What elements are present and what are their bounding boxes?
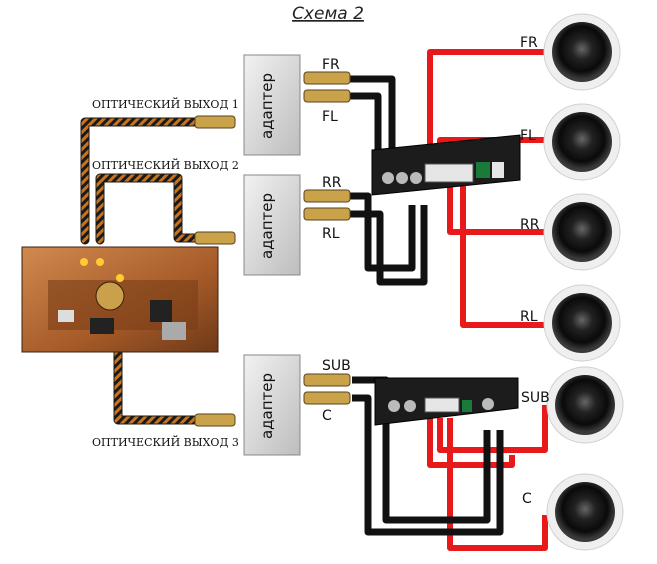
amplifier-2ch — [374, 377, 519, 426]
amplifier-4ch — [371, 134, 521, 196]
speaker-fr: FR — [520, 13, 621, 91]
speaker-fr-label: FR — [520, 35, 538, 51]
speaker-c-label: C — [522, 491, 532, 507]
optical-output-1-label: ОПТИЧЕСКИЙ ВЫХОД 1 — [92, 97, 239, 111]
speaker-rl: RL — [520, 284, 621, 362]
adapter-2-label: адаптер — [258, 193, 276, 259]
speaker-rr: RR — [520, 193, 621, 271]
optical-output-3-label: ОПТИЧЕСКИЙ ВЫХОД 3 — [92, 435, 239, 449]
adapter-2-out-rr: RR — [322, 175, 342, 191]
optical-output-2-label: ОПТИЧЕСКИЙ ВЫХОД 2 — [92, 158, 239, 172]
speaker-sub: SUB — [521, 366, 624, 444]
adapter-3-out-c: C — [322, 408, 332, 424]
wire-rl — [460, 185, 545, 328]
adapter-1-out-fr: FR — [322, 57, 340, 73]
wire-c — [447, 418, 548, 551]
adapter-2-out-rl: RL — [322, 226, 340, 242]
adapter-2: адаптер RR RL — [243, 174, 351, 276]
adapter-1: адаптер FR FL — [243, 54, 351, 156]
diagram-title: Схема 2 — [292, 4, 364, 24]
wire-rr — [447, 185, 545, 235]
speaker-rl-label: RL — [520, 309, 538, 325]
speaker-rr-label: RR — [520, 217, 540, 233]
wire-sub-b — [437, 405, 548, 453]
adapter-3-label: адаптер — [258, 373, 276, 439]
speaker-sub-label: SUB — [521, 390, 550, 406]
adapter-1-label: адаптер — [258, 73, 276, 139]
adapter-1-out-fl: FL — [322, 109, 338, 125]
head-unit — [21, 246, 219, 353]
adapter-3-out-sub: SUB — [322, 358, 351, 374]
optical-connectors — [194, 115, 236, 427]
speaker-fl: FL — [520, 103, 621, 181]
wire-fr — [427, 49, 545, 170]
wire-sub-a — [427, 418, 515, 468]
speaker-c: C — [522, 473, 624, 551]
speaker-fl-label: FL — [520, 128, 536, 144]
adapter-3: адаптер SUB C — [243, 354, 351, 456]
